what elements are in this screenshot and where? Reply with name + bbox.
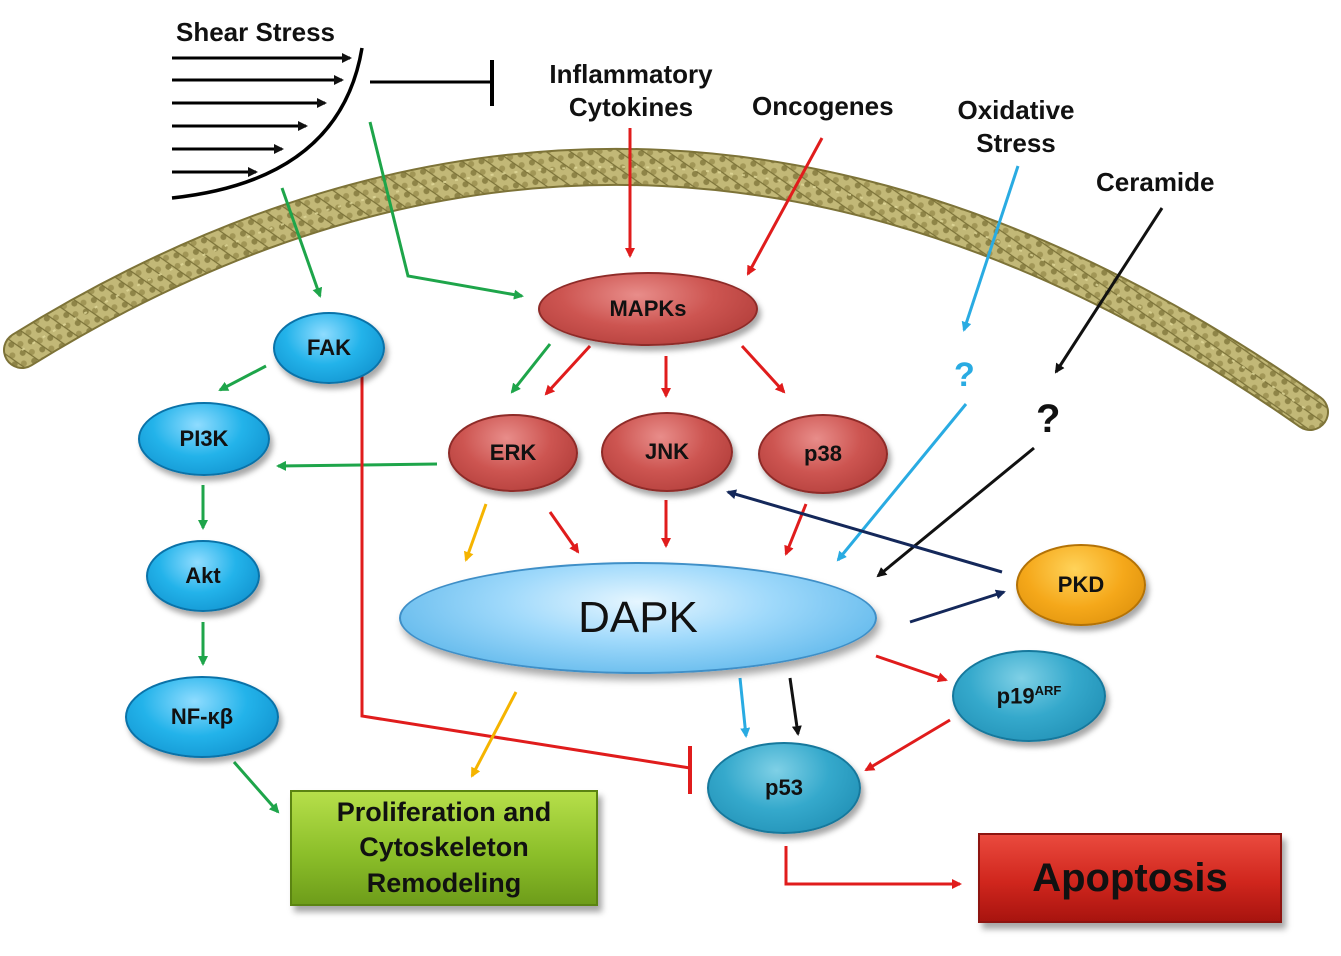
pkd-to-erk-region-arrow xyxy=(726,489,1003,574)
mapks-node: MAPKs xyxy=(538,272,758,346)
dapk-to-pkd-arrow xyxy=(909,589,1006,624)
nfkb-node: NF-κβ xyxy=(125,676,279,758)
akt-node: Akt xyxy=(146,540,260,612)
proliferation-text: Proliferation and Cytoskeleton Remodelin… xyxy=(337,795,552,902)
nfkb-label: NF-κβ xyxy=(170,704,234,729)
akt-label: Akt xyxy=(185,563,221,588)
p38-label: p38 xyxy=(804,441,842,466)
oxidative-stress-label: Oxidative Stress xyxy=(946,94,1086,159)
pkd-node: PKD xyxy=(1016,544,1146,626)
p38-node: p38 xyxy=(758,414,888,494)
p53-node: p53 xyxy=(707,742,861,834)
fak-inhibits-p53 xyxy=(360,368,691,770)
pi3k-node: PI3K xyxy=(138,402,270,476)
dapk-label: DAPK xyxy=(578,593,698,642)
mapks-to-p38-arrow xyxy=(740,344,786,394)
red-arrows xyxy=(360,128,962,889)
fak-node: FAK xyxy=(273,312,385,384)
oncogenes-to-mapks-arrow xyxy=(746,137,824,276)
dapk-to-p53-black-arrow xyxy=(788,677,802,736)
jnk-label: JNK xyxy=(644,439,689,464)
shear-stress-label: Shear Stress xyxy=(176,17,335,47)
yellow-arrows xyxy=(463,503,518,778)
erk-to-pi3k-arrow xyxy=(276,460,438,471)
dapk-to-proliferation-arrow xyxy=(470,691,518,778)
dapk-to-p19-arrow xyxy=(875,654,948,683)
mapks-to-erk-red-arrow xyxy=(544,344,592,396)
fak-label: FAK xyxy=(307,335,351,360)
ceramide-arrows xyxy=(788,207,1164,736)
erk-to-dapk-red-arrow xyxy=(548,511,580,554)
p19arf-node: p19ARF xyxy=(952,650,1106,742)
apoptosis-box: Apoptosis xyxy=(978,833,1282,923)
oncogenes-label: Oncogenes xyxy=(752,91,894,121)
inflammatory-cytokines-line1: Inflammatory xyxy=(549,59,713,89)
p19-arf-superscript: ARF xyxy=(1034,682,1062,698)
dapk-to-p53-blue-arrow xyxy=(738,677,751,738)
oxidative-arrows xyxy=(738,165,1020,738)
oxidative-stress-line2: Stress xyxy=(976,127,1056,158)
jnk-node: JNK xyxy=(601,412,733,492)
dapk-node: DAPK xyxy=(399,562,877,674)
p19-to-p53-arrow xyxy=(864,718,951,772)
p53-to-apoptosis-arrow xyxy=(784,846,962,889)
p19arf-label: p19ARF xyxy=(997,683,1062,709)
erk-label: ERK xyxy=(489,440,537,465)
shear-to-fak-arrow xyxy=(280,187,323,298)
nfkb-to-proliferation-arrow xyxy=(232,761,280,814)
p19-base-text: p19 xyxy=(996,683,1035,709)
p53-label: p53 xyxy=(765,775,803,800)
proliferation-box: Proliferation and Cytoskeleton Remodelin… xyxy=(290,790,598,906)
green-arrows xyxy=(198,121,552,814)
proliferation-line1: Proliferation and xyxy=(336,796,552,827)
unknown-to-dapk-blue-arrow xyxy=(836,403,968,562)
shear-to-mapks-arrow xyxy=(368,121,524,300)
ceramide-label: Ceramide xyxy=(1096,167,1215,197)
oxidative-stress-line1: Oxidative xyxy=(957,95,1075,125)
oxidative-unknown-mark: ? xyxy=(954,356,975,394)
inflammatory-cytokines-label: Inflammatory Cytokines xyxy=(533,58,729,123)
pkd-arrows xyxy=(726,489,1006,624)
shear-inhibits-cytokines xyxy=(370,60,494,106)
cell-membrane xyxy=(3,147,1329,431)
erk-node: ERK xyxy=(448,414,578,492)
proliferation-line2: Cytoskeleton xyxy=(359,832,529,863)
apoptosis-label: Apoptosis xyxy=(1032,855,1228,900)
unknown-to-dapk-black-arrow xyxy=(876,446,1035,578)
pkd-label: PKD xyxy=(1057,572,1105,597)
ceramide-unknown-mark: ? xyxy=(1036,397,1061,441)
fak-to-pi3k-arrow xyxy=(218,364,267,392)
erk-to-dapk-yellow-arrow xyxy=(463,503,488,562)
mapks-to-erk-green-arrow xyxy=(510,343,552,394)
proliferation-line3: Remodeling xyxy=(366,867,522,898)
oxidative-to-unknown-arrow xyxy=(961,165,1020,332)
ceramide-to-unknown-arrow xyxy=(1054,207,1164,374)
shear-stress-profile xyxy=(171,47,364,200)
inflammatory-cytokines-line2: Cytokines xyxy=(568,91,694,122)
mapks-label: MAPKs xyxy=(609,296,687,321)
pi3k-label: PI3K xyxy=(179,426,229,451)
